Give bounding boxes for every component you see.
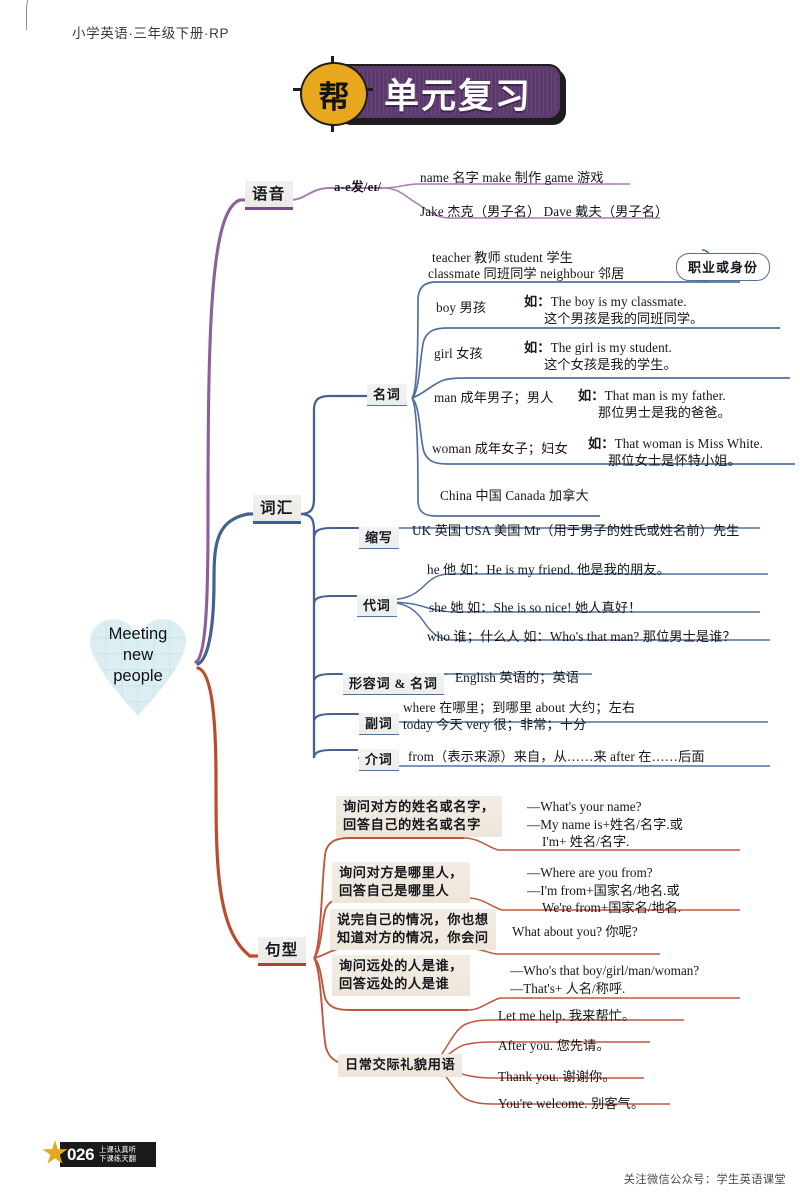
vocab-pronoun-label[interactable]: 代词 xyxy=(357,595,397,617)
sentence-prompt-4-line2: 回答远处的人是谁 xyxy=(339,976,450,991)
sentence-answer-1: —What's your name? —My name is+姓名/名字.或 I… xyxy=(527,798,683,851)
adjective-noun-text: English 英语的；英语 xyxy=(455,670,580,685)
branch-label-sentence-patterns[interactable]: 句型 xyxy=(258,937,306,966)
sentence-prompt-4: 询问远处的人是谁， 回答远处的人是谁 xyxy=(332,955,471,996)
center-line-3: people xyxy=(113,667,163,685)
adverb-line-1: where 在哪里；到哪里 about 大约；左右 xyxy=(403,700,636,715)
courtesy-item-1: Let me help. 我来帮忙。 xyxy=(498,1008,636,1023)
noun-eg-en-girl: The girl is my student. xyxy=(550,340,672,355)
book-series-line: 小学英语·三年级下册·RP xyxy=(72,26,230,41)
sentence-prompt-3: 说完自己的情况，你也想 知道对方的情况，你会问 xyxy=(330,909,496,950)
sentence-prompt-1-line2: 回答自己的姓名或名字 xyxy=(343,817,481,832)
pronoun-item-who: who 谁；什么人 如：Who's that man? 那位男士是谁？ xyxy=(427,629,736,644)
unit-review-title-badge: 单元复习 帮 xyxy=(293,56,562,132)
vocab-noun-label[interactable]: 名词 xyxy=(367,384,407,406)
eg-prefix: 如： xyxy=(524,340,551,355)
courtesy-item-3: Thank you. 谢谢你。 xyxy=(498,1069,616,1084)
sentence-answer-1-line3: I'm+ 姓名/名字. xyxy=(542,834,630,849)
noun-occupation-line-1: teacher 教师 student 学生 xyxy=(432,250,573,265)
phonics-word-list-1: name 名字 make 制作 game 游戏 xyxy=(420,170,604,185)
page-corner-decoration xyxy=(26,0,78,30)
center-topic-node[interactable]: Meeting new people xyxy=(72,604,204,730)
occupation-identity-tag: 职业或身份 xyxy=(676,253,771,281)
vocab-adverb-label[interactable]: 副词 xyxy=(359,713,399,735)
page-number: 026 xyxy=(67,1144,95,1164)
eg-prefix: 如： xyxy=(524,294,551,309)
noun-country-list: China 中国 Canada 加拿大 xyxy=(440,488,589,503)
courtesy-item-4: You're welcome. 别客气。 xyxy=(498,1096,645,1111)
heart-background-icon xyxy=(89,619,187,716)
preposition-text: from（表示来源）来自，从……来 after 在……后面 xyxy=(408,749,705,764)
center-line-2: new xyxy=(122,646,154,664)
branch-label-phonics[interactable]: 语音 xyxy=(245,181,293,210)
page-footer-badge: 026 上课认真听 下课练天翻 xyxy=(40,1140,160,1170)
noun-eg-zh-boy: 这个男孩是我的同班同学。 xyxy=(544,310,704,326)
pronoun-item-he: he 他 如：He is my friend. 他是我的朋友。 xyxy=(427,562,671,577)
sentence-answer-2: —Where are you from? —I'm from+国家名/地名.或 … xyxy=(527,864,681,917)
vocab-abbreviation-label[interactable]: 缩写 xyxy=(359,527,399,549)
noun-entry-word-girl: girl 女孩 xyxy=(434,346,483,361)
noun-entry-example-boy: 如：The boy is my classmate. 这个男孩是我的同班同学。 xyxy=(524,294,703,327)
abbreviation-text: UK 英国 USA 美国 Mr（用于男子的姓氏或姓名前）先生 xyxy=(412,523,740,538)
noun-entry-word-woman: woman 成年女子；妇女 xyxy=(432,441,568,456)
adverb-line-2: today 今天 very 很；非常；十分 xyxy=(403,717,587,732)
eg-prefix: 如： xyxy=(588,436,615,451)
noun-entry-example-girl: 如：The girl is my student. 这个女孩是我的学生。 xyxy=(524,340,677,373)
noun-entry-word-boy: boy 男孩 xyxy=(436,300,487,315)
title-text: 单元复习 xyxy=(383,76,532,116)
footer-slogan-line1: 上课认真听 xyxy=(99,1144,137,1154)
sentence-answer-1-line2: —My name is+姓名/名字.或 xyxy=(527,816,683,832)
noun-eg-zh-man: 那位男士是我的爸爸。 xyxy=(598,404,731,420)
vocab-adjective-noun-label[interactable]: 形容词 & 名词 xyxy=(343,673,444,695)
sentence-prompt-4-line1: 询问远处的人是谁， xyxy=(339,958,464,973)
noun-eg-zh-girl: 这个女孩是我的学生。 xyxy=(544,356,677,372)
eg-prefix: 如： xyxy=(578,388,605,403)
phonics-word-list-2: Jake 杰克（男子名） Dave 戴夫（男子名） xyxy=(420,204,669,219)
courtesy-item-2: After you. 您先请。 xyxy=(498,1038,610,1053)
sentence-prompt-2: 询问对方是哪里人， 回答自己是哪里人 xyxy=(332,862,471,903)
vocab-preposition-label[interactable]: 介词 xyxy=(359,749,399,771)
footer-slogan-line2: 下课练天翻 xyxy=(99,1153,137,1163)
footer-slogan: 上课认真听 下课练天翻 xyxy=(99,1144,137,1163)
sentence-prompt-3-line1: 说完自己的情况，你也想 xyxy=(337,912,489,927)
pronoun-item-she: she 她 如：She is so nice! 她人真好！ xyxy=(429,600,642,615)
sentence-prompt-1-line1: 询问对方的姓名或名字， xyxy=(343,799,495,814)
sentence-answer-4: —Who's that boy/girl/man/woman? —That's+… xyxy=(510,962,699,997)
sentence-answer-3-line1: What about you? 你呢? xyxy=(512,924,638,939)
noun-entry-example-man: 如：That man is my father. 那位男士是我的爸爸。 xyxy=(578,388,731,421)
title-plate xyxy=(334,64,562,120)
courtesy-group-label[interactable]: 日常交际礼貌用语 xyxy=(338,1054,463,1077)
wechat-footer-note: 关注微信公众号：学生英语课堂 xyxy=(623,1174,786,1186)
phonics-rule-label: a-e发/eɪ/ xyxy=(334,180,382,194)
sentence-prompt-3-line2: 知道对方的情况，你会问 xyxy=(337,930,489,945)
noun-entry-word-man: man 成年男子；男人 xyxy=(434,390,554,405)
sentence-prompt-2-line2: 回答自己是哪里人 xyxy=(339,883,450,898)
noun-eg-en-man: That man is my father. xyxy=(604,388,726,403)
noun-entry-example-woman: 如：That woman is Miss White. 那位女士是怀特小姐。 xyxy=(588,436,763,469)
sentence-answer-4-line2: —That's+ 人名/称呼. xyxy=(510,980,626,996)
sentence-answer-2-line1: —Where are you from? xyxy=(527,865,653,880)
center-line-1: Meeting xyxy=(108,625,168,643)
noun-eg-en-woman: That woman is Miss White. xyxy=(614,436,763,451)
noun-occupation-line-2: classmate 同班同学 neighbour 邻居 xyxy=(428,266,625,281)
center-topic-label: Meeting new people xyxy=(72,624,204,687)
sentence-answer-3: What about you? 你呢? xyxy=(512,923,638,941)
noun-eg-zh-woman: 那位女士是怀特小姐。 xyxy=(608,452,741,468)
branch-label-vocabulary[interactable]: 词汇 xyxy=(253,495,301,524)
bang-seal-char: 帮 xyxy=(318,79,350,115)
sentence-answer-2-line2: —I'm from+国家名/地名.或 xyxy=(527,882,680,898)
page-number-plate: 026 上课认真听 下课练天翻 xyxy=(60,1142,156,1167)
sentence-answer-4-line1: —Who's that boy/girl/man/woman? xyxy=(510,963,700,978)
sentence-answer-1-line1: —What's your name? xyxy=(527,799,642,814)
bang-seal-icon: 帮 xyxy=(300,62,368,126)
sentence-answer-2-line3: We're from+国家名/地名. xyxy=(542,900,682,915)
noun-eg-en-boy: The boy is my classmate. xyxy=(550,294,687,309)
sentence-prompt-2-line1: 询问对方是哪里人， xyxy=(339,865,464,880)
sentence-prompt-1: 询问对方的姓名或名字， 回答自己的姓名或名字 xyxy=(336,796,502,837)
